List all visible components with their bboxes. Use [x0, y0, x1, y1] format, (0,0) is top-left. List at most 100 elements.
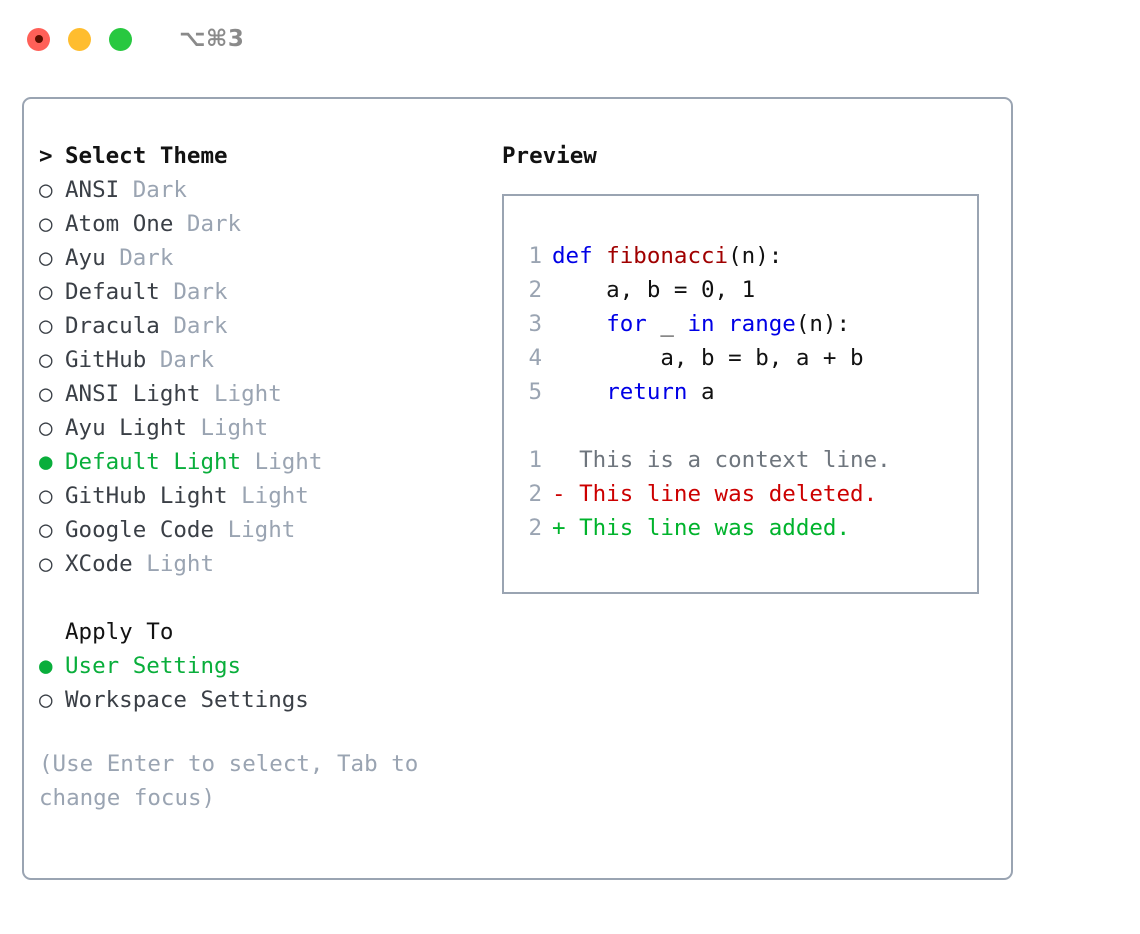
line-number: 4: [528, 345, 542, 371]
theme-name-kind-space: [187, 411, 201, 445]
theme-name-kind-space: [146, 343, 160, 377]
theme-list-item[interactable]: ○ Atom One Dark: [39, 207, 489, 241]
radio-unselected-icon: ○: [39, 211, 53, 237]
maximize-button[interactable]: [109, 27, 132, 51]
radio-unselected-icon: ○: [39, 177, 53, 203]
diff-sign: [552, 443, 579, 477]
code-token-pl: a: [687, 379, 715, 405]
line-number: 2: [528, 277, 542, 303]
preview-title: Preview: [502, 143, 597, 169]
radio-unselected-icon: ○: [39, 313, 53, 339]
theme-kind-badge: Light: [254, 449, 323, 475]
radio-unselected-icon: ○: [39, 381, 53, 407]
theme-name: Default: [65, 279, 160, 305]
theme-name: XCode: [65, 551, 133, 577]
diff-line-text: This line was deleted.: [579, 481, 878, 507]
theme-list-item[interactable]: ○ Ayu Light Light: [39, 411, 489, 445]
theme-list-item[interactable]: ○GitHub Light Light: [39, 479, 489, 513]
code-token-pl: [715, 311, 729, 337]
theme-kind-badge: Light: [227, 517, 296, 543]
theme-list-item[interactable]: ○Default Dark: [39, 275, 489, 309]
line-number: 3: [528, 311, 542, 337]
apply-to-option-label: Workspace Settings: [65, 687, 309, 713]
minimize-button[interactable]: [68, 27, 91, 51]
list-spacer: [39, 581, 489, 615]
code-token-pl: (n):: [795, 311, 851, 337]
theme-list-item[interactable]: ○Dracula Dark: [39, 309, 489, 343]
theme-kind-badge: Dark: [119, 245, 174, 271]
theme-list-item[interactable]: ○Google Code Light: [39, 513, 489, 547]
radio-unselected-icon: ○: [39, 415, 53, 441]
code-line-text: for _ in range(n):: [552, 307, 850, 341]
apply-to-header-label: Apply To: [65, 619, 174, 645]
theme-picker-column: >Select Theme ○ANSI Dark○Atom One Dark○A…: [39, 139, 489, 815]
apply-to-option[interactable]: ○ Workspace Settings: [39, 683, 489, 717]
diff-lines: 1 This is a context line.2- This line wa…: [516, 443, 971, 545]
theme-list-item[interactable]: ●Default Light Light: [39, 445, 489, 479]
code-line: 4 a, b = b, a + b: [516, 341, 971, 375]
theme-name: GitHub: [65, 347, 147, 373]
theme-picker-header: >Select Theme: [39, 139, 489, 173]
prompt-caret-icon: >: [39, 143, 53, 169]
close-button[interactable]: [27, 27, 50, 51]
theme-name-kind-space: [241, 445, 255, 479]
theme-list-item[interactable]: ○ ANSI Light Light: [39, 377, 489, 411]
theme-name: Default Light: [65, 449, 242, 475]
theme-kind-badge: Dark: [132, 177, 187, 203]
theme-list-item[interactable]: ○XCode Light: [39, 547, 489, 581]
theme-list-item[interactable]: ○ ANSI Dark: [39, 173, 489, 207]
theme-name-kind-space: [173, 207, 187, 241]
code-token-fn: fibonacci: [606, 243, 729, 269]
main-panel: >Select Theme ○ANSI Dark○Atom One Dark○A…: [22, 97, 1013, 880]
code-token-pl: [552, 379, 606, 405]
theme-name-kind-space: [214, 513, 228, 547]
theme-name: ANSI: [65, 177, 120, 203]
radio-unselected-icon: ○: [39, 483, 53, 509]
theme-kind-badge: Dark: [159, 347, 215, 373]
line-number: 1: [528, 447, 542, 473]
diff-line-text: This line was added.: [579, 515, 851, 541]
code-token-kw: def: [552, 243, 607, 269]
theme-name-kind-space: [160, 309, 174, 343]
code-token-pl: a, b = b, a + b: [552, 345, 864, 371]
theme-name-kind-space: [200, 377, 214, 411]
theme-name: Ayu Light: [65, 415, 187, 441]
theme-kind-badge: Light: [200, 415, 269, 441]
theme-kind-badge: Light: [146, 551, 215, 577]
title-bar: ⌥⌘3: [0, 0, 1140, 78]
code-token-pl: [552, 311, 606, 337]
theme-name: Google Code: [65, 517, 215, 543]
traffic-lights: [27, 27, 132, 51]
line-number: 2: [528, 515, 542, 541]
apply-to-header: ○Apply To: [39, 615, 489, 649]
line-number: 2: [528, 481, 542, 507]
theme-list: ○ANSI Dark○Atom One Dark○Ayu Dark○Defaul…: [39, 173, 489, 581]
theme-name: Atom One: [65, 211, 174, 237]
code-token-kw: range: [728, 311, 796, 337]
apply-to-option[interactable]: ●User Settings: [39, 649, 489, 683]
theme-name-kind-space: [119, 173, 133, 207]
code-token-pl: (n):: [728, 243, 783, 269]
apply-to-options: ●User Settings ○ Workspace Settings: [39, 649, 489, 717]
theme-name-kind-space: [133, 547, 147, 581]
radio-selected-icon: ●: [39, 653, 53, 679]
code-token-pl: a, b = 0, 1: [552, 277, 756, 303]
theme-list-item[interactable]: ○GitHub Dark: [39, 343, 489, 377]
theme-kind-badge: Light: [214, 381, 282, 407]
code-token-pl: _: [646, 311, 688, 337]
theme-kind-badge: Dark: [186, 211, 242, 237]
apply-to-header-spacer-icon: ○: [39, 615, 65, 649]
theme-list-item[interactable]: ○Ayu Dark: [39, 241, 489, 275]
code-diff-gap: [516, 409, 971, 443]
radio-unselected-icon: ○: [39, 279, 53, 305]
theme-name: Ayu: [65, 245, 106, 271]
radio-unselected-icon: ○: [39, 687, 53, 713]
theme-name-kind-space: [160, 275, 174, 309]
diff-sign: +: [552, 515, 580, 541]
theme-name: ANSI Light: [65, 381, 201, 407]
